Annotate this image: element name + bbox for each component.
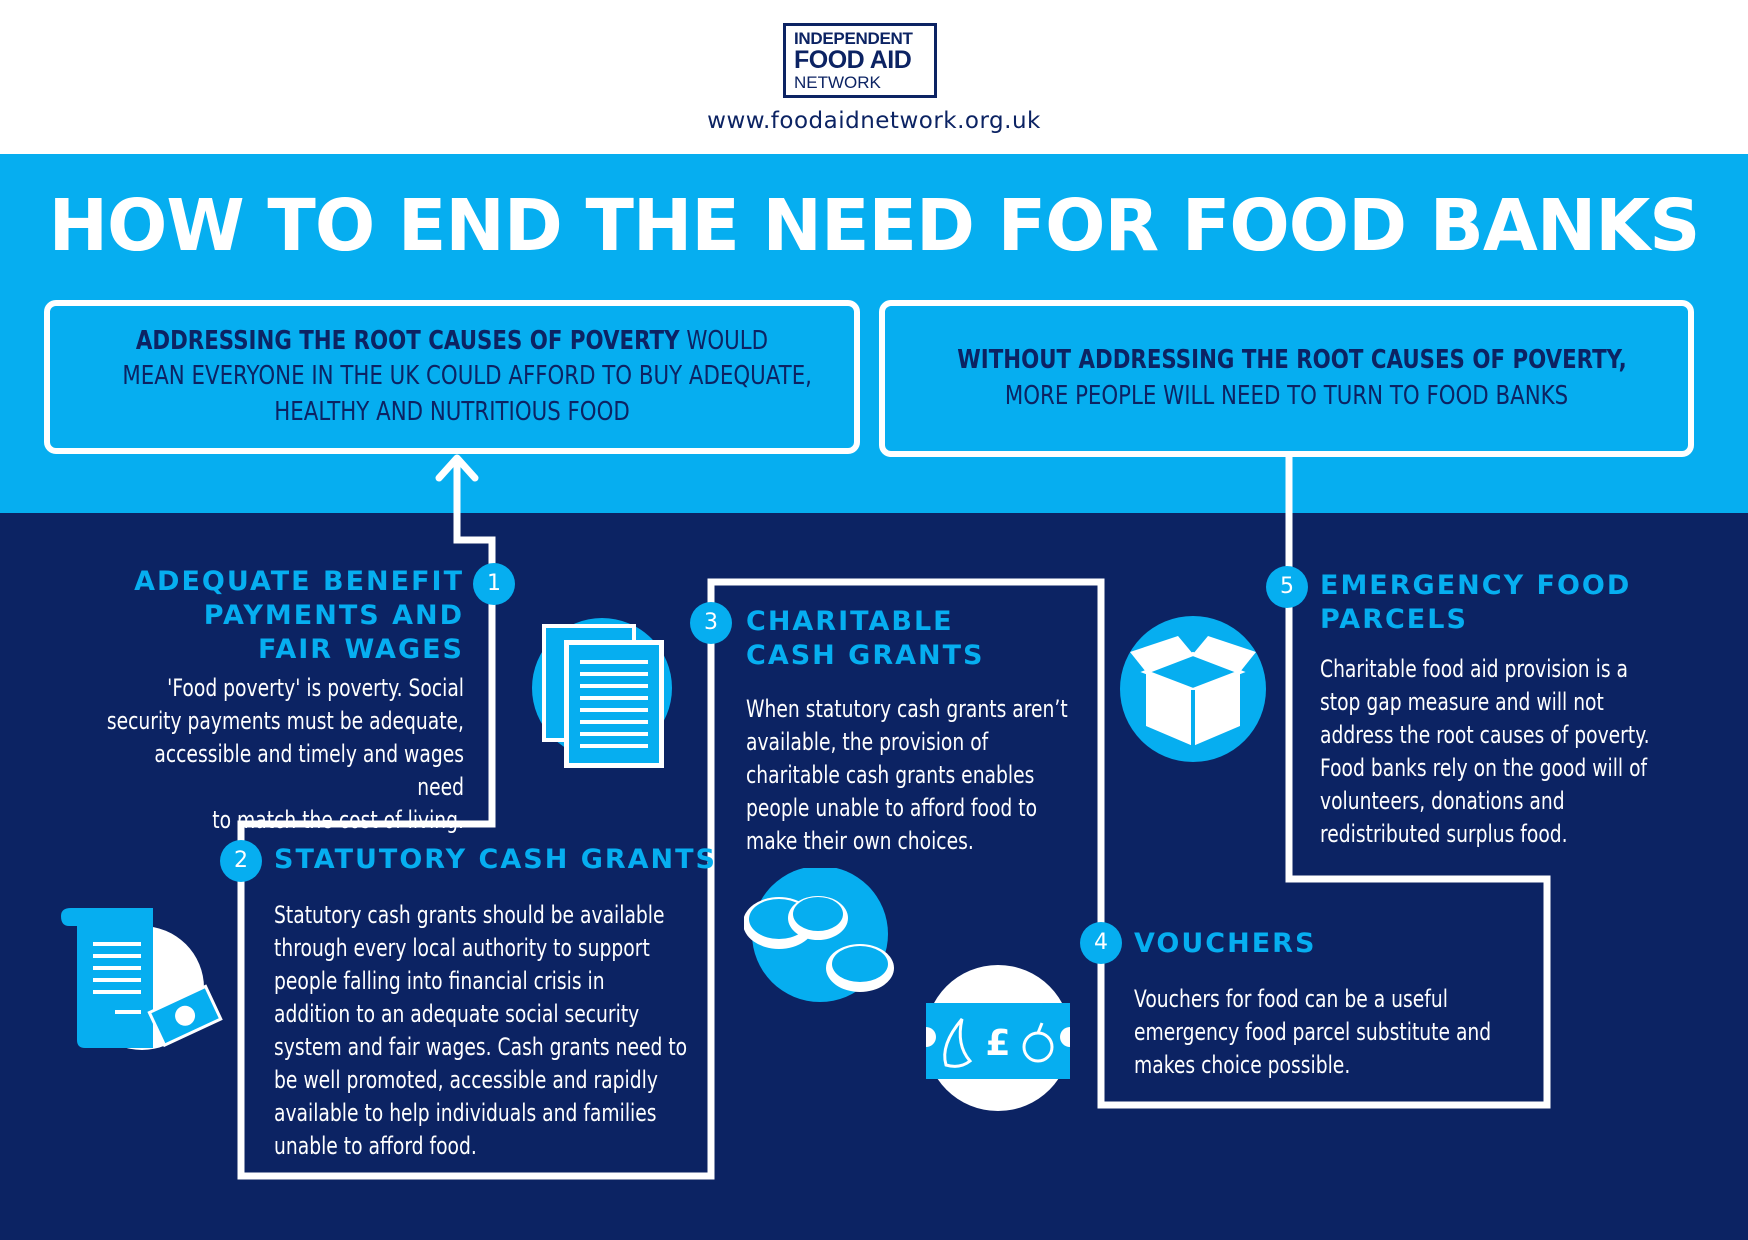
network-logo: INDEPENDENT FOOD AID NETWORK	[783, 23, 937, 98]
website-url[interactable]: www.foodaidnetwork.org.uk	[707, 108, 1041, 134]
logo-line-3: NETWORK	[794, 73, 881, 92]
step-2-text: Statutory cash grants should be availabl…	[274, 901, 688, 1160]
step-3-text: When statutory cash grants aren’t availa…	[746, 695, 1068, 855]
page-title: HOW TO END THE NEED FOR FOOD BANKS	[48, 184, 1701, 267]
step-5-text: Charitable food aid provision is a stop …	[1320, 655, 1650, 848]
root-causes-rest: WOULD	[679, 326, 769, 357]
box-icon	[1120, 616, 1266, 762]
step-5-number: 5	[1266, 566, 1308, 608]
without-root-causes-line-2: MORE PEOPLE WILL NEED TO TURN TO FOOD BA…	[1004, 380, 1569, 411]
food-voucher-icon: £	[926, 965, 1070, 1111]
step-1-text: 'Food poverty' is poverty. Social securi…	[106, 674, 465, 834]
logo-line-1: INDEPENDENT	[794, 29, 913, 48]
root-causes-line-3: HEALTHY AND NUTRITIOUS FOOD	[274, 396, 630, 427]
without-root-causes-bold: WITHOUT ADDRESSING THE ROOT CAUSES OF PO…	[957, 345, 1627, 376]
step-2-number: 2	[220, 840, 262, 882]
step-4-text: Vouchers for food can be a useful emerge…	[1134, 985, 1492, 1079]
step-5-heading: EMERGENCY FOOD PARCELS	[1320, 570, 1632, 635]
coins-icon	[744, 868, 894, 1002]
root-causes-box: ADDRESSING THE ROOT CAUSES OF POVERTY WO…	[44, 300, 860, 454]
step-4-heading: VOUCHERS	[1134, 928, 1317, 959]
cash-grant-scroll-icon	[61, 908, 223, 1050]
without-root-causes-box: WITHOUT ADDRESSING THE ROOT CAUSES OF PO…	[879, 300, 1694, 457]
logo-line-2: FOOD AID	[794, 46, 912, 74]
step-4-number: 4	[1080, 922, 1122, 964]
documents-icon	[532, 618, 672, 768]
root-causes-line-2: MEAN EVERYONE IN THE UK COULD AFFORD TO …	[122, 361, 812, 392]
step-2-heading: STATUTORY CASH GRANTS	[274, 844, 718, 875]
root-causes-bold: ADDRESSING THE ROOT CAUSES OF POVERTY	[135, 326, 680, 357]
step-3-heading: CHARITABLE CASH GRANTS	[746, 606, 985, 671]
step-3-number: 3	[690, 602, 732, 644]
voucher-pound-symbol: £	[985, 1023, 1010, 1064]
step-1-heading: ADEQUATE BENEFIT PAYMENTS AND FAIR WAGES	[134, 566, 464, 665]
step-1-number: 1	[473, 563, 515, 605]
